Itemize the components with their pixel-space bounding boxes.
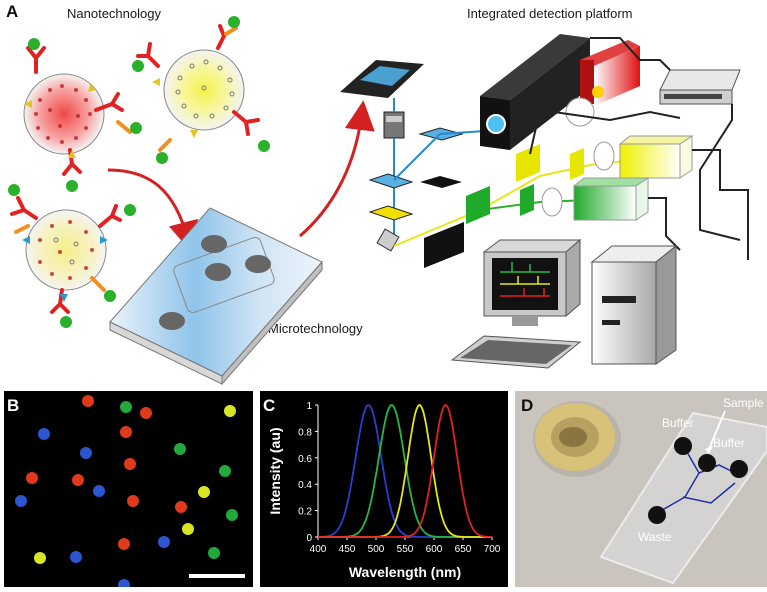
x-tick-label: 550 [397, 544, 414, 555]
bead-cluster [15, 395, 238, 587]
panel-b-microscopy [4, 391, 253, 587]
panel-d-photo [515, 391, 767, 587]
x-axis-label: Wavelength (nm) [349, 564, 461, 580]
y-tick-label: 0.2 [298, 507, 312, 518]
yellow-nanoparticle-top [164, 50, 244, 130]
x-tick-label: 400 [310, 544, 327, 555]
x-tick-label: 650 [455, 544, 472, 555]
x-tick-label: 600 [426, 544, 443, 555]
coin [533, 401, 621, 477]
emission-spectra-chart: 400 450 500 550 600 650 700 0 0.2 0.4 0.6 0.8 1Wavel… [260, 391, 508, 587]
panel-d-letter: D [521, 396, 533, 416]
y-axis-label: Intensity (au) [267, 427, 283, 514]
panel-a-illustration [0, 0, 767, 385]
y-tick-label: 0 [306, 533, 312, 544]
buffer-reservoir-right [730, 460, 748, 478]
buffer-label-right: Buffer [713, 436, 745, 450]
panel-b-letter: B [7, 396, 19, 416]
sample-reservoir [698, 454, 716, 472]
y-tick-label: 0.4 [298, 480, 312, 491]
microfluidic-chip [110, 208, 322, 384]
buffer-reservoir-left [674, 437, 692, 455]
sample-label: Sample [723, 396, 764, 410]
y-tick-label: 0.6 [298, 454, 312, 465]
y-tick-label: 0.8 [298, 427, 312, 438]
chip-photo [515, 391, 767, 587]
panel-c-letter: C [263, 396, 275, 416]
arrow-to-chip [108, 170, 188, 240]
waste-reservoir [648, 506, 666, 524]
x-tick-label: 500 [368, 544, 385, 555]
scale-bar [189, 574, 245, 578]
detection-platform [340, 0, 748, 368]
x-tick-label: 700 [484, 544, 501, 555]
buffer-label-left: Buffer [662, 416, 694, 430]
y-tick-label: 1 [306, 401, 312, 412]
arrow-to-platform [300, 112, 362, 236]
x-tick-label: 450 [339, 544, 356, 555]
waste-label: Waste [638, 530, 672, 544]
fluorescent-beads [4, 391, 253, 587]
